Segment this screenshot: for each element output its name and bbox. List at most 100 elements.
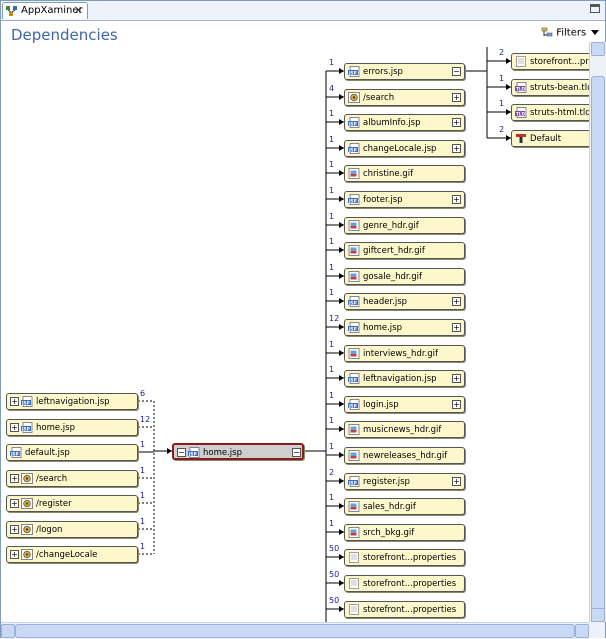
expand-icon[interactable]: + — [10, 499, 19, 508]
struts-action-icon — [21, 524, 33, 535]
expand-icon[interactable]: + — [452, 323, 461, 332]
reference-count: 1 — [329, 365, 335, 374]
expand-icon[interactable]: + — [452, 144, 461, 153]
expand-icon[interactable]: + — [10, 474, 19, 483]
node-label: albumInfo.jsp — [363, 118, 421, 128]
struts-action-icon — [21, 473, 33, 484]
image-file-icon — [348, 527, 360, 538]
dependency-node[interactable]: christine.gif — [344, 165, 465, 182]
collapse-icon[interactable]: − — [177, 448, 186, 457]
expand-icon[interactable]: + — [452, 477, 461, 486]
jsp-file-icon: JSP — [348, 117, 360, 128]
node-label: home.jsp — [36, 423, 75, 433]
dependency-node[interactable]: srch_bkg.gif — [344, 524, 465, 541]
reference-count: 1 — [329, 519, 335, 528]
expand-icon[interactable]: + — [10, 423, 19, 432]
close-icon[interactable]: ✕ — [73, 4, 83, 17]
reference-count: 1 — [329, 340, 335, 349]
referrer-node[interactable]: +/search — [6, 470, 138, 487]
scroll-down-button[interactable] — [591, 608, 605, 622]
dependency-node[interactable]: giftcert_hdr.gif — [344, 242, 465, 259]
svg-text:JSP: JSP — [348, 121, 357, 126]
arrow-head — [506, 109, 511, 115]
expand-icon[interactable]: + — [452, 400, 461, 409]
vertical-scroll-thumb[interactable] — [591, 76, 605, 636]
reference-count: 50 — [329, 544, 340, 553]
svg-text:JSP: JSP — [348, 198, 357, 203]
horizontal-scrollbar[interactable] — [1, 622, 589, 639]
collapse-icon[interactable]: − — [452, 67, 461, 76]
vertical-scrollbar[interactable] — [589, 42, 606, 636]
dependency-node[interactable]: storefront...properties — [344, 601, 465, 618]
arrow-head — [506, 58, 511, 64]
reference-count: 1 — [329, 135, 335, 144]
reference-count: 1 — [329, 391, 335, 400]
reference-count: 1 — [329, 109, 335, 118]
reference-count: 2 — [499, 48, 505, 57]
svg-text:TLD: TLD — [516, 111, 526, 116]
dependency-node[interactable]: storefront...properties — [344, 575, 465, 592]
reference-count: 1 — [140, 466, 146, 475]
node-label: changeLocale.jsp — [363, 144, 437, 154]
nested-dependency-node[interactable]: Default — [511, 130, 589, 147]
dependency-node[interactable]: sales_hdr.gif — [344, 498, 465, 515]
maximize-icon[interactable] — [590, 4, 600, 13]
scroll-up-button[interactable] — [591, 42, 605, 56]
referrer-node[interactable]: +/changeLocale — [6, 546, 138, 563]
nested-dependency-node[interactable]: storefront...prop — [511, 53, 589, 70]
dependency-node[interactable]: interviews_hdr.gif — [344, 345, 465, 362]
scroll-left-button[interactable] — [1, 624, 15, 638]
jsp-file-icon: JSP — [348, 373, 360, 384]
expand-icon[interactable]: + — [452, 374, 461, 383]
jsp-file-icon: JSP — [348, 296, 360, 307]
dependency-node[interactable]: newreleases_hdr.gif — [344, 447, 465, 464]
filters-dropdown[interactable]: Filters — [541, 27, 600, 39]
expand-icon[interactable]: + — [10, 397, 19, 406]
expand-icon[interactable]: + — [10, 550, 19, 559]
struts-action-icon — [348, 92, 360, 103]
expand-icon[interactable]: + — [10, 525, 19, 534]
referrer-node[interactable]: +/logon — [6, 521, 138, 538]
dependency-node[interactable]: musicnews_hdr.gif — [344, 421, 465, 438]
dependency-node[interactable]: /search+ — [344, 89, 465, 106]
arrow-head — [339, 606, 344, 612]
expand-icon[interactable]: + — [452, 297, 461, 306]
expand-icon[interactable]: + — [452, 195, 461, 204]
collapse-icon[interactable]: − — [292, 448, 301, 457]
node-label: home.jsp — [363, 323, 402, 333]
dependency-node[interactable]: storefront...properties — [344, 549, 465, 566]
filter-icon — [541, 27, 553, 37]
referrer-node[interactable]: +/register — [6, 495, 138, 512]
reference-count: 2 — [499, 125, 505, 134]
arrow-head — [339, 94, 344, 100]
expand-icon[interactable]: + — [452, 93, 461, 102]
dependency-node[interactable]: genre_hdr.gif — [344, 217, 465, 234]
jsp-file-icon: JSP — [21, 422, 33, 433]
scroll-right-button[interactable] — [575, 624, 589, 638]
dependency-node[interactable]: gosale_hdr.gif — [344, 268, 465, 285]
tab-appxaminer[interactable]: AppXaminer ✕ — [2, 2, 88, 19]
dependency-links — [138, 47, 511, 622]
properties-file-icon — [349, 604, 359, 615]
arrow-head — [339, 426, 344, 432]
reference-count: 1 — [329, 186, 335, 195]
arrow-head — [339, 580, 344, 586]
horizontal-scroll-thumb[interactable] — [15, 624, 575, 638]
expand-icon[interactable]: + — [452, 118, 461, 127]
dependency-node[interactable]: JSP albumInfo.jsp + — [344, 114, 465, 131]
